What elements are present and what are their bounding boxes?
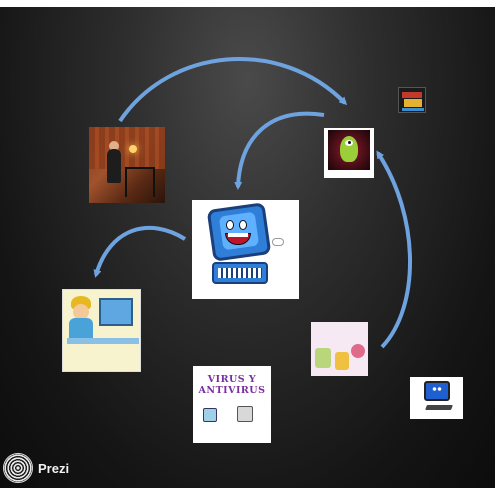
- person-image: [107, 149, 121, 183]
- monitor-image: [424, 381, 450, 401]
- monitor-clipart-thumbnail[interactable]: [410, 377, 463, 419]
- virus-antivirus-title-slide[interactable]: VIRUS Y ANTIVIRUS: [193, 366, 271, 443]
- monitor-image: [99, 298, 133, 326]
- keyboard-image: [425, 405, 453, 410]
- photo-slide-thumbnail[interactable]: [89, 127, 165, 203]
- alien-image: [340, 136, 358, 162]
- prezi-logo[interactable]: Prezi: [3, 451, 69, 485]
- prezi-logo-label: Prezi: [38, 460, 70, 476]
- arrow-alien-to-computer: [234, 111, 325, 190]
- alien-virus-thumbnail[interactable]: [324, 128, 374, 178]
- prezi-canvas[interactable]: VIRUS Y ANTIVIRUS Prezi: [0, 7, 495, 488]
- kid-image: [73, 304, 89, 320]
- kid-computer-thumbnail[interactable]: [62, 289, 141, 372]
- prezi-logo-icon: [3, 453, 33, 483]
- arrow-computer-to-kid: [93, 225, 187, 278]
- desk-image: [125, 167, 155, 197]
- robot-computer-image: [237, 406, 253, 422]
- lamp-image: [129, 145, 137, 153]
- antivirus-info-thumbnail[interactable]: [311, 322, 368, 376]
- slide-title-line-2: ANTIVIRUS: [198, 385, 266, 396]
- path-arrows: [93, 56, 412, 349]
- sick-computer-image: [203, 408, 217, 422]
- slide-title: VIRUS Y ANTIVIRUS: [193, 374, 271, 396]
- arrow-photo-to-alien: [118, 56, 348, 123]
- arrow-antivirus-to-alien: [376, 150, 412, 349]
- happy-computer-thumbnail[interactable]: [192, 200, 299, 299]
- slide-title-line-1: VIRUS Y: [207, 374, 257, 385]
- small-slide-thumbnail[interactable]: [398, 87, 426, 113]
